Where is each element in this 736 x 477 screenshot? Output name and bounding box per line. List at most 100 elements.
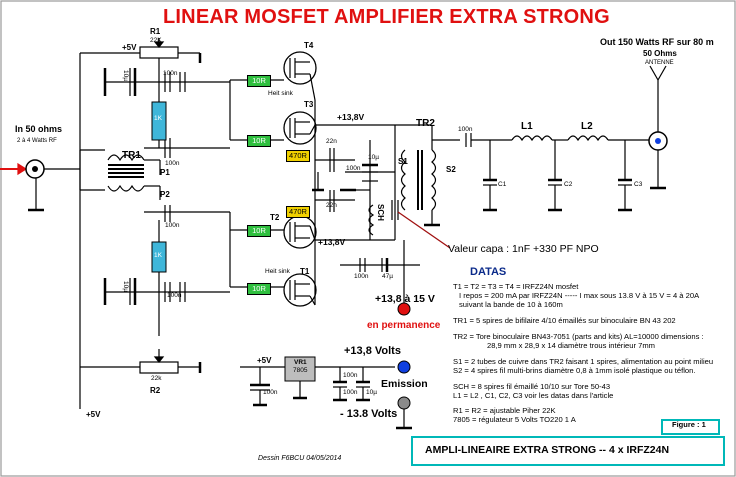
p2-label: P2: [160, 190, 170, 199]
heatsink-bottom: Heit sink: [265, 268, 290, 275]
reg-100n-a: 100n: [263, 389, 278, 396]
emission-label: Emission: [381, 378, 428, 390]
tr1-coil-bottom: [107, 184, 145, 192]
r2-label: R2: [150, 386, 161, 395]
en-permanence-label: en permanence: [367, 320, 441, 331]
r2-body: [139, 361, 179, 374]
datas-line: I repos = 200 mA par IRFZ24N ----- I max…: [459, 291, 700, 300]
cap-47u: 47µ: [382, 273, 393, 280]
r1-body: [139, 46, 179, 59]
tr1-label: TR1: [122, 150, 141, 161]
r2-value: 22k: [151, 375, 162, 382]
ground-terminal-grey: [397, 396, 411, 410]
mosfet-t3: [283, 111, 317, 145]
cap-22n-2: 22n: [326, 202, 337, 209]
cap-100n-top2: 100n: [165, 160, 180, 167]
r1-value: 22K: [150, 37, 162, 44]
datas-heading: DATAS: [470, 266, 507, 278]
tr2-s1-coil: [400, 149, 406, 211]
res-10r-4: 10R: [247, 283, 271, 295]
mosfet-t1: [283, 273, 317, 307]
cap-10u-bot: 10µ: [121, 281, 129, 292]
cap-100n-mid: 100n: [346, 165, 361, 172]
mosfet-t2: [283, 215, 317, 249]
reg-100n-c: 100n: [343, 372, 358, 379]
l2-coil: [567, 135, 609, 142]
drawing-credit: Dessin F6BCU 04/05/2014: [258, 455, 342, 462]
vr1-label: VR1: [294, 359, 307, 366]
output-impedance: 50 Ohms: [643, 49, 677, 58]
res-1k-bot-label: 1K: [154, 252, 162, 259]
tr2-s2-coil: [431, 149, 437, 211]
datas-line: S1 = 2 tubes de cuivre dans TR2 faisant …: [453, 357, 714, 366]
c1-label: C1: [498, 181, 507, 188]
datas-line: TR1 = 5 spires de bifilaire 4/10 émaillé…: [453, 316, 676, 325]
s2-label: S2: [446, 165, 456, 174]
l1-label: L1: [521, 121, 533, 132]
res-470r-2: 470R: [286, 206, 310, 218]
cap-10u-mid: 10µ: [368, 154, 379, 161]
cap-22n-1: 22n: [326, 138, 337, 145]
c3-label: C3: [634, 181, 643, 188]
datas-line: suivant la bande de 10 à 160m: [459, 300, 563, 309]
supply-5v-top: +5V: [122, 43, 137, 52]
vr1-regulator: [284, 356, 316, 382]
page-title: LINEAR MOSFET AMPLIFIER EXTRA STRONG: [163, 6, 610, 28]
res-10r-3: 10R: [247, 225, 271, 237]
mosfet-t4: [283, 51, 317, 85]
rail-13v8-top: +13,8V: [337, 112, 365, 122]
datas-line: 7805 = régulateur 5 Volts TO220 1 A: [453, 415, 576, 424]
cap-100n-out: 100n: [458, 126, 473, 133]
vr1-part: 7805: [293, 367, 308, 374]
tr1-coil-top: [107, 154, 145, 162]
t4-label: T4: [304, 41, 314, 50]
minus-13v8-volts: - 13.8 Volts: [340, 408, 398, 420]
footer-title: AMPLI-LINEAIRE EXTRA STRONG -- 4 x IRFZ2…: [425, 444, 670, 456]
l1-coil: [511, 135, 553, 142]
figure-label: Figure : 1: [672, 420, 706, 429]
cap-100n-bot2: 100n: [167, 292, 182, 299]
emission-terminal-blue: [397, 360, 411, 374]
heatsink-top: Heit sink: [268, 90, 293, 97]
output-label: Out 150 Watts RF sur 80 m: [600, 37, 714, 47]
s1-label: S1: [398, 157, 408, 166]
plus-13v8-volts: +13,8 Volts: [344, 345, 401, 357]
datas-line: S2 = 4 spires fil multi-brins diamètre 0…: [453, 366, 696, 375]
datas-line: L1 = L2 , C1, C2, C3 voir les datas dans…: [453, 391, 614, 400]
res-10r-1: 10R: [247, 75, 271, 87]
cap-value-note: Valeur capa : 1nF +330 PF NPO: [448, 243, 599, 255]
res-10r-2: 10R: [247, 135, 271, 147]
sch-coil: [368, 204, 375, 236]
datas-line: R1 = R2 = ajustable Piher 22K: [453, 406, 556, 415]
p1-label: P1: [160, 168, 170, 177]
t2-label: T2: [270, 213, 280, 222]
datas-line: SCH = 8 spires fil émaillé 10/10 sur Tor…: [453, 382, 611, 391]
cap-100n-mid2: 100n: [354, 273, 369, 280]
cap-10u-top: 10µ: [121, 70, 129, 81]
figure-label-box: [661, 419, 720, 435]
t3-label: T3: [304, 100, 314, 109]
r1-label: R1: [150, 27, 161, 36]
footer-title-box: [411, 436, 725, 466]
rail-13v8-bottom: +13,8V: [318, 237, 346, 247]
input-arrow: [17, 162, 28, 176]
res-1k-bottom: [151, 241, 167, 273]
supply-5v-bottom: +5V: [86, 410, 101, 419]
c2-label: C2: [564, 181, 573, 188]
datas-line: TR2 = Tore binoculaire BN43-7051 (parts …: [453, 332, 704, 341]
res-1k-top: [151, 101, 167, 141]
sch-label: SCH: [375, 204, 385, 221]
input-label: In 50 ohms: [15, 124, 63, 134]
supply-13v8-15v: +13,8 à 15 V: [375, 293, 435, 305]
input-power: 2 à 4 Watts RF: [17, 138, 57, 144]
tr2-label: TR2: [416, 118, 435, 129]
cap-100n-bot: 100n: [165, 222, 180, 229]
datas-line: T1 = T2 = T3 = T4 = IRFZ24N mosfet: [453, 282, 579, 291]
datas-line: 28,9 mm x 28,9 x 14 diamètre trous intér…: [487, 341, 655, 350]
reg-5v-label: +5V: [257, 356, 272, 365]
t1-label: T1: [300, 267, 310, 276]
res-1k-top-label: 1K: [154, 115, 162, 122]
l2-label: L2: [581, 121, 593, 132]
